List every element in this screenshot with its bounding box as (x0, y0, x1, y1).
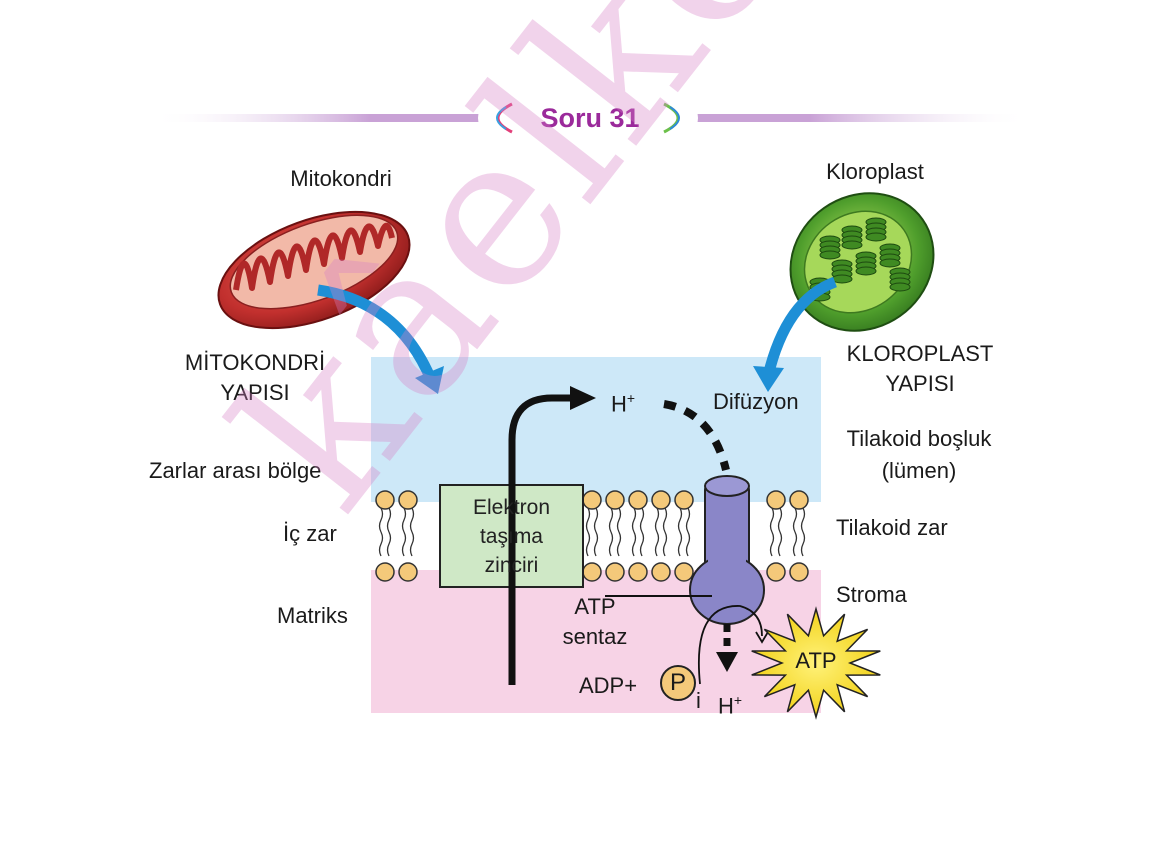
label-tilakoid-bosluk-2: (lümen) (881, 458, 957, 483)
phospholipid-head (789, 490, 809, 510)
phospholipid-head (375, 490, 395, 510)
chloroplast-illustration (789, 192, 935, 332)
label-tilakoid-zar: Tilakoid zar (836, 515, 948, 540)
phospholipid-head (651, 562, 671, 582)
label-kloroplast-yapisi-1: KLOROPLAST (846, 341, 994, 366)
label-h-plus-bottom: H+ (718, 692, 743, 719)
chloroplast-arrow (762, 276, 838, 378)
phospholipid-head (766, 490, 786, 510)
label-stroma: Stroma (836, 582, 907, 607)
thylakoid-disc (841, 240, 863, 250)
phospholipid-head (674, 562, 694, 582)
phosphate-circle (660, 665, 696, 701)
phospholipid-head (789, 562, 809, 582)
label-p: P (669, 669, 686, 696)
phospholipid-head (605, 490, 625, 510)
membrane-bilayer (375, 490, 809, 582)
label-zarlar-arasi: Zarlar arası bölge (149, 458, 322, 483)
mitochondrion-arrow (317, 284, 438, 385)
thylakoid-disc (831, 274, 853, 284)
intermembrane-region (371, 357, 821, 502)
chloroplast-arrowhead (753, 366, 784, 392)
label-i: i (696, 688, 701, 713)
thylakoid-disc (889, 282, 911, 292)
label-mitokondri-yapisi-1: MİTOKONDRİ (184, 350, 326, 375)
phospholipid-head (375, 562, 395, 582)
label-kloroplast-yapisi-2: YAPISI (885, 371, 955, 396)
label-difuzyon: Difüzyon (713, 389, 799, 414)
phospholipid-head (628, 562, 648, 582)
atp-synthase (689, 475, 765, 625)
page-title: Soru 31 (540, 103, 640, 133)
thylakoid-disc (819, 250, 841, 260)
phospholipid-head (398, 562, 418, 582)
phospholipid-head (766, 562, 786, 582)
label-ic-zar: İç zar (283, 521, 337, 546)
label-mitokondri-yapisi-2: YAPISI (220, 380, 290, 405)
phospholipid-head (674, 490, 694, 510)
phospholipid-head (651, 490, 671, 510)
thylakoid-disc (879, 258, 901, 268)
thylakoid-disc (855, 266, 877, 276)
label-matriks: Matriks (277, 603, 348, 628)
diffusion-dashed-arrow (663, 400, 730, 471)
label-atp-sentaz-1: ATP (574, 594, 616, 619)
phospholipid-head (605, 562, 625, 582)
atp-star (751, 606, 881, 720)
label-kloroplast: Kloroplast (826, 159, 924, 184)
label-tilakoid-bosluk-1: Tilakoid boşluk (846, 426, 992, 451)
label-atp-sentaz-2: sentaz (562, 624, 628, 649)
proton-exit-arrowhead (716, 652, 738, 672)
phospholipid-head (582, 562, 602, 582)
label-h-plus-top: H+ (611, 390, 636, 417)
header-band (150, 100, 1030, 136)
electron-transport-chain-label: Elektron taşıma zinciri (472, 495, 551, 577)
mitochondrion-arrowhead (415, 366, 444, 394)
label-adp: ADP+ (579, 673, 638, 698)
thylakoid-disc (865, 232, 887, 242)
phospholipid-head (398, 490, 418, 510)
phospholipid-head (628, 490, 648, 510)
phospholipid-head (582, 490, 602, 510)
proton-pump-arrow (508, 394, 572, 685)
label-atp: ATP (795, 648, 837, 673)
label-mitokondri: Mitokondri (290, 166, 392, 191)
reaction-curve-arrow (698, 605, 763, 685)
proton-pump-arrowhead (570, 386, 596, 410)
